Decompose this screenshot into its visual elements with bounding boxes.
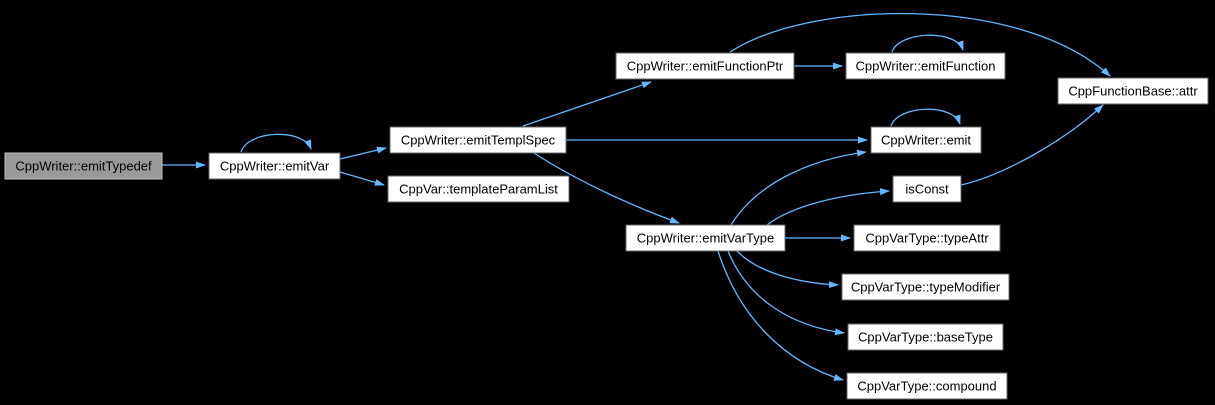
node-label-emitVarType: CppWriter::emitVarType	[637, 231, 775, 246]
node-label-baseType: CppVarType::baseType	[858, 330, 993, 345]
edge-emitTemplSpec-emitFunctionPtr	[522, 81, 652, 127]
node-box-emit	[870, 126, 982, 154]
node-box-emitVar	[208, 152, 341, 180]
node-typeModifier[interactable]: CppVarType::typeModifier	[841, 273, 1010, 301]
node-emitVar[interactable]: CppWriter::emitVar	[208, 152, 341, 180]
node-emitVarType[interactable]: CppWriter::emitVarType	[625, 224, 786, 252]
self-loop-edge-emit-emit	[890, 108, 961, 127]
node-label-emitVar: CppWriter::emitVar	[220, 159, 330, 174]
node-box-emitTemplSpec	[389, 126, 567, 154]
node-typeAttr[interactable]: CppVarType::typeAttr	[853, 224, 1001, 252]
node-label-attr: CppFunctionBase::attr	[1068, 84, 1198, 99]
node-label-emit: CppWriter::emit	[881, 133, 971, 148]
node-box-emitFunction	[845, 52, 1006, 80]
node-emitTypedef: CppWriter::emitTypedef	[4, 152, 163, 180]
node-isConst[interactable]: isConst	[892, 175, 962, 203]
node-label-isConst: isConst	[905, 182, 949, 197]
node-label-emitFunctionPtr: CppWriter::emitFunctionPtr	[627, 59, 784, 74]
node-emitTemplSpec[interactable]: CppWriter::emitTemplSpec	[389, 126, 567, 154]
node-label-typeAttr: CppVarType::typeAttr	[865, 231, 989, 246]
edge-emitVarType-compound	[717, 250, 844, 381]
edge-isConst-attr	[960, 104, 1104, 186]
node-box-typeModifier	[841, 273, 1010, 301]
edge-emitVarType-baseType	[727, 250, 845, 336]
node-label-emitTemplSpec: CppWriter::emitTemplSpec	[401, 133, 556, 148]
self-loop-edge-emitFunction-emitFunction	[891, 34, 964, 53]
node-box-templateParamList	[387, 175, 570, 203]
self-loop-edge-emitVar-emitVar	[240, 133, 312, 153]
node-label-emitTypedef: CppWriter::emitTypedef	[15, 159, 152, 174]
edge-emitTemplSpec-emitVarType	[533, 152, 680, 224]
edge-emitVarType-emit	[730, 149, 867, 226]
node-templateParamList[interactable]: CppVar::templateParamList	[387, 175, 570, 203]
edge-emitVarType-typeModifier	[736, 250, 839, 289]
node-attr[interactable]: CppFunctionBase::attr	[1057, 77, 1209, 105]
node-baseType[interactable]: CppVarType::baseType	[847, 323, 1004, 351]
node-box-attr	[1057, 77, 1209, 105]
node-box-compound	[846, 372, 1008, 400]
node-emitFunction[interactable]: CppWriter::emitFunction	[845, 52, 1006, 80]
node-emitFunctionPtr[interactable]: CppWriter::emitFunctionPtr	[615, 52, 795, 80]
node-box-emitVarType	[625, 224, 786, 252]
node-label-templateParamList: CppVar::templateParamList	[399, 182, 558, 197]
edge-emitVarType-isConst	[766, 188, 890, 226]
edge-emitVar-templateParamList	[339, 171, 385, 186]
node-box-emitTypedef	[4, 152, 163, 180]
node-box-baseType	[847, 323, 1004, 351]
edge-emitVar-emitTemplSpec	[339, 146, 387, 160]
node-label-typeModifier: CppVarType::typeModifier	[851, 280, 1001, 295]
node-box-typeAttr	[853, 224, 1001, 252]
node-box-emitFunctionPtr	[615, 52, 795, 80]
edge-emitFunctionPtr-attr	[729, 12, 1111, 77]
node-label-emitFunction: CppWriter::emitFunction	[856, 59, 996, 74]
node-emit[interactable]: CppWriter::emit	[870, 126, 982, 154]
node-compound[interactable]: CppVarType::compound	[846, 372, 1008, 400]
node-box-isConst	[892, 175, 962, 203]
node-label-compound: CppVarType::compound	[857, 379, 996, 394]
